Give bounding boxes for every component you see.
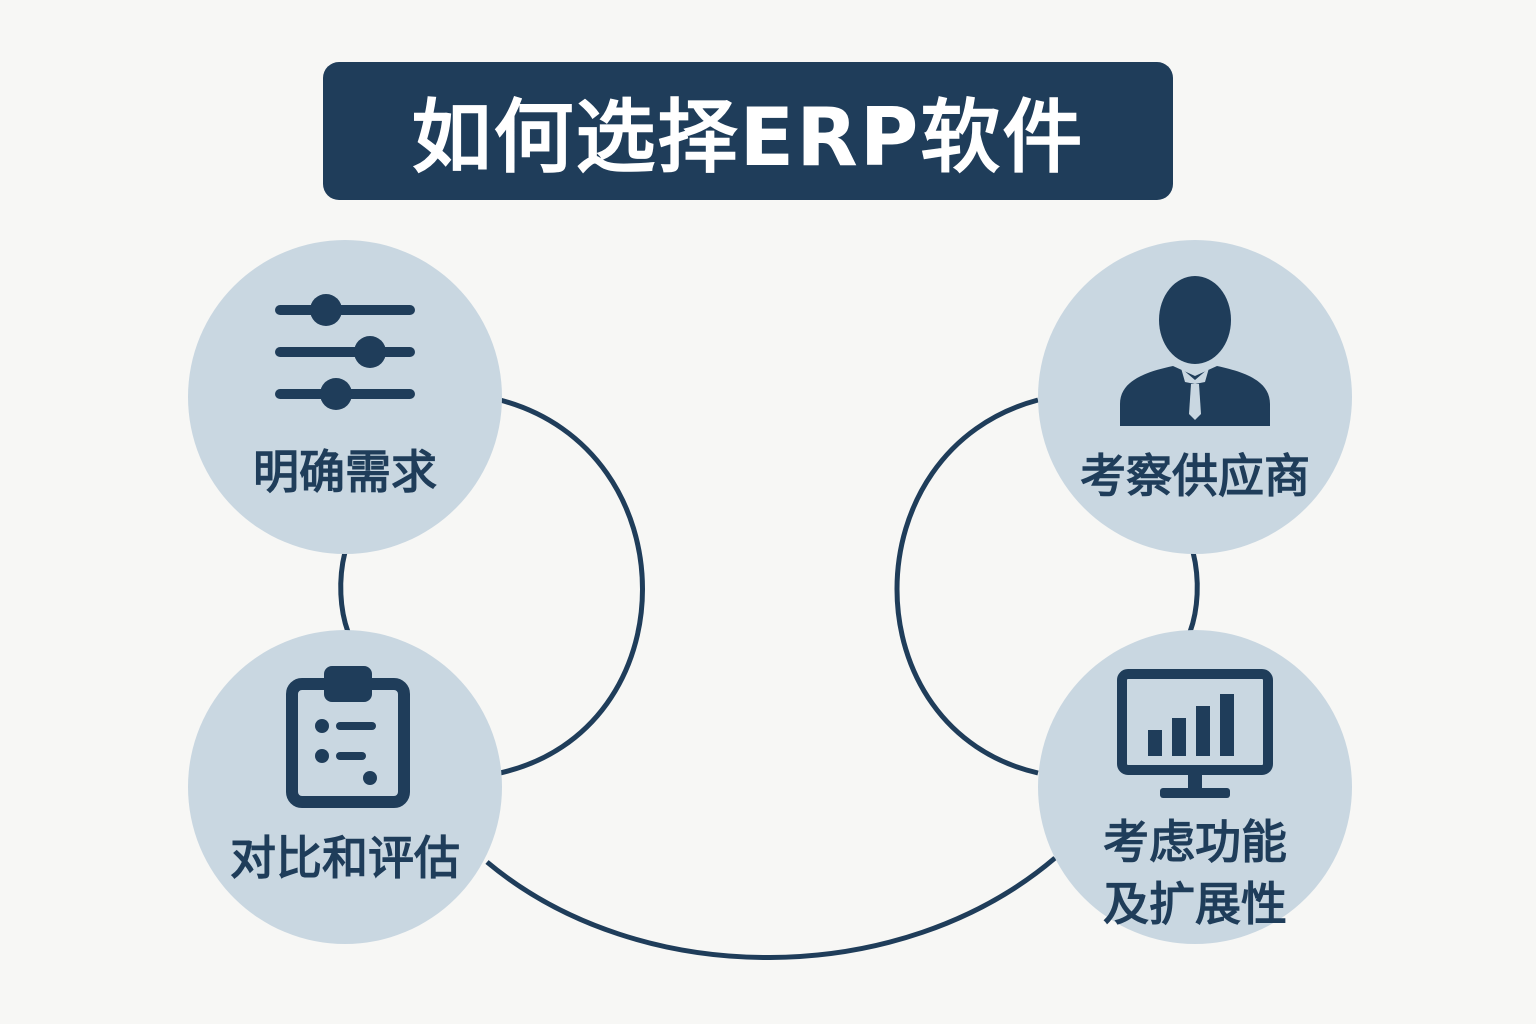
title-banner: 如何选择ERP软件	[323, 62, 1173, 200]
clipboard-checklist-icon	[286, 666, 410, 808]
connector-right-arc	[894, 397, 1039, 776]
node-define-requirements: 明确需求	[188, 240, 502, 554]
connector-right-vertical	[1187, 551, 1200, 633]
node-label: 对比和评估	[230, 831, 460, 885]
node-label-line2: 及扩展性	[1103, 877, 1287, 931]
connector-bottom-arc	[485, 856, 1057, 960]
node-functionality-scalability: 考虑功能 及扩展性	[1038, 630, 1352, 944]
node-label: 明确需求	[253, 445, 437, 499]
node-compare-evaluate: 对比和评估	[188, 630, 502, 944]
sliders-icon	[275, 294, 415, 410]
businessman-icon	[1120, 276, 1270, 426]
connector-left-vertical	[338, 551, 351, 633]
connector-left-arc	[499, 397, 645, 776]
node-label: 考察供应商	[1080, 449, 1310, 503]
monitor-bar-chart-icon	[1117, 669, 1273, 798]
node-label-line1: 考虑功能	[1103, 815, 1287, 869]
node-evaluate-vendors: 考察供应商	[1038, 240, 1352, 554]
